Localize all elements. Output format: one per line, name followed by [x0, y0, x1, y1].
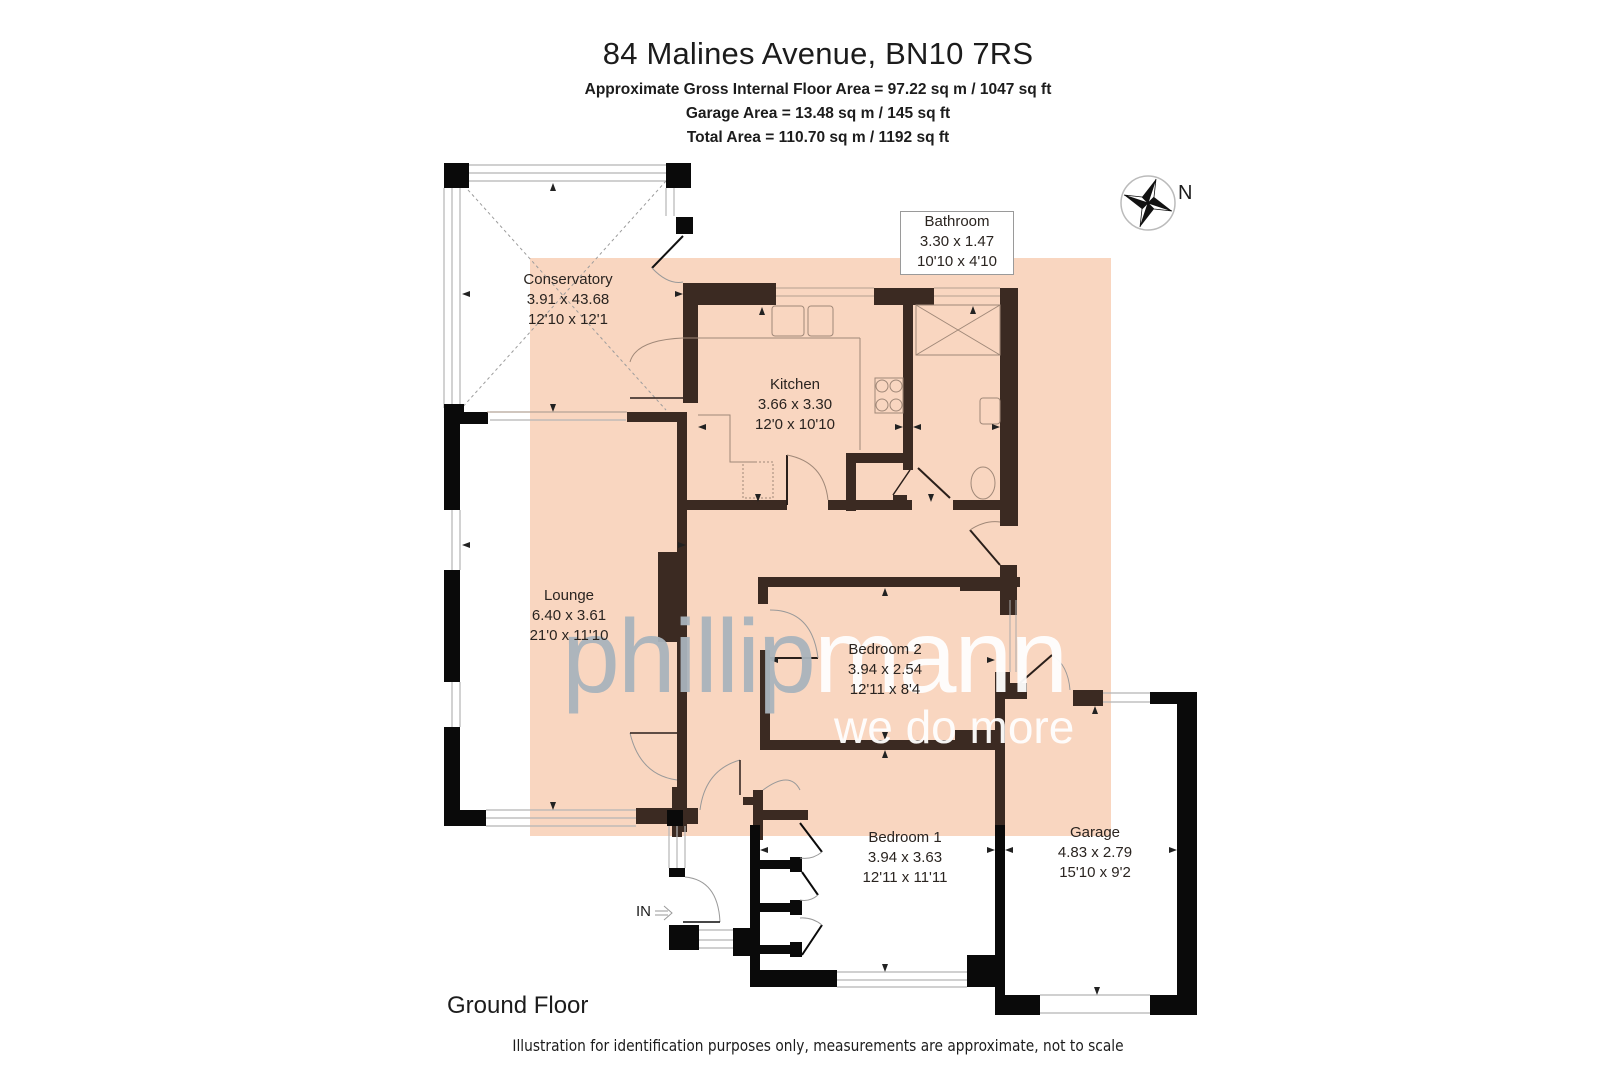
floor-label: Ground Floor — [447, 992, 589, 1019]
bathroom-fittings — [915, 304, 1001, 500]
dimension-arrows — [462, 306, 1177, 995]
total-area: Total Area = 110.70 sq m / 1192 sq ft — [686, 129, 950, 146]
bathroom-label-box — [900, 211, 1014, 275]
entrance-arrow-icon — [655, 905, 673, 921]
property-title: 84 Malines Avenue, BN10 7RS — [602, 36, 1034, 71]
garage-area: Garage Area = 13.48 sq m / 145 sq ft — [685, 105, 951, 122]
compass-rose-icon — [1120, 175, 1176, 231]
gross-internal-area: Approximate Gross Internal Floor Area = … — [584, 81, 1052, 98]
watermark-tagline: we do more — [834, 701, 1075, 753]
watermark-brand: phillipmann — [562, 599, 1068, 715]
entrance-label: IN — [636, 903, 651, 920]
garage-walls — [995, 692, 1197, 1015]
interior-walls — [627, 283, 1103, 840]
disclaimer: Illustration for identification purposes… — [512, 1036, 1124, 1055]
lounge-exterior-walls — [444, 412, 683, 826]
bedroom1-walls — [669, 825, 1005, 1015]
compass-north-label: N — [1178, 182, 1193, 204]
